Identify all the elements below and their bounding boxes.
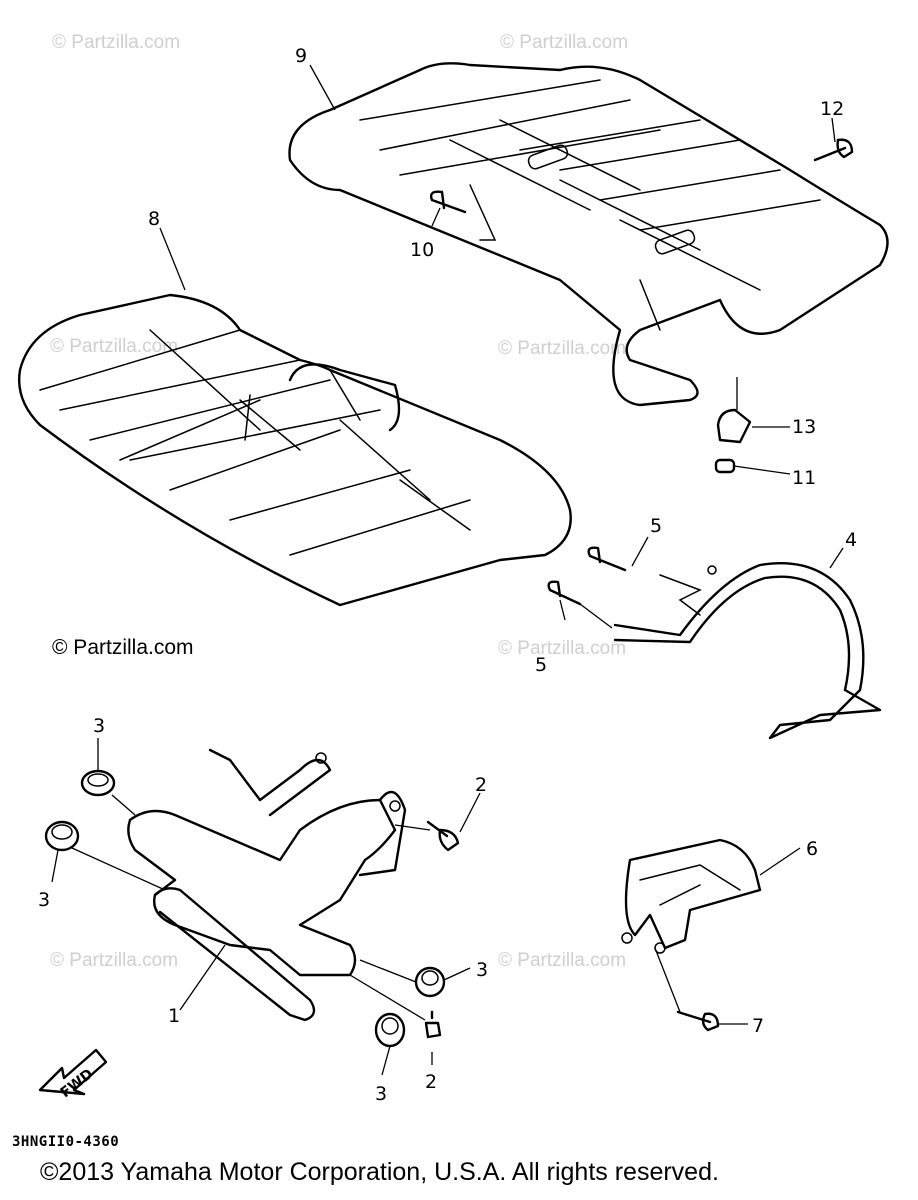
callout-3: 3: [476, 959, 488, 981]
watermark: © Partzilla.com: [50, 950, 178, 971]
callout-11: 11: [792, 467, 816, 489]
bolt-part-2[interactable]: [426, 820, 460, 852]
callout-1: 1: [168, 1005, 180, 1027]
grommet-part-3[interactable]: [414, 966, 446, 998]
callout-7: 7: [752, 1015, 764, 1037]
callout-2: 2: [425, 1071, 437, 1093]
mount-bracket-part-6[interactable]: [621, 838, 762, 954]
callout-13: 13: [792, 416, 816, 438]
watermark: © Partzilla.com: [498, 950, 626, 971]
callout-9: 9: [295, 45, 307, 67]
watermark: © Partzilla.com: [498, 638, 626, 659]
rear-carrier-part-9[interactable]: [288, 62, 889, 407]
bracket-part-4[interactable]: [613, 561, 882, 740]
copyright-notice: ©2013 Yamaha Motor Corporation, U.S.A. A…: [40, 1158, 719, 1186]
front-carrier-part-8[interactable]: [18, 293, 572, 607]
callout-3: 3: [38, 889, 50, 911]
bolt-part-12[interactable]: [813, 138, 854, 162]
watermark: © Partzilla.com: [52, 32, 180, 53]
callout-3: 3: [375, 1083, 387, 1105]
bolt-part-2[interactable]: [424, 1010, 442, 1039]
bolt-part-7[interactable]: [676, 1010, 720, 1032]
diagram-code: 3HNGII0-4360: [12, 1134, 120, 1150]
grommet-part-3[interactable]: [44, 820, 80, 852]
callout-10: 10: [410, 239, 434, 261]
watermark-dark: © Partzilla.com: [52, 636, 194, 659]
callout-4: 4: [845, 529, 857, 551]
grommet-part-3[interactable]: [80, 769, 116, 797]
fwd-arrow-icon: FWD: [38, 1048, 108, 1101]
collar-part-11[interactable]: [714, 458, 736, 474]
bolt-part-10[interactable]: [429, 190, 467, 214]
grommet-part-3[interactable]: [374, 1012, 406, 1048]
clip-part-13[interactable]: [716, 408, 752, 444]
callout-2: 2: [475, 774, 487, 796]
bolt-part-5[interactable]: [547, 580, 582, 606]
watermark: © Partzilla.com: [498, 338, 626, 359]
frame-part-1[interactable]: [127, 748, 407, 1022]
bolt-part-5[interactable]: [587, 546, 627, 572]
callout-6: 6: [806, 838, 818, 860]
watermark: © Partzilla.com: [50, 336, 178, 357]
watermark: © Partzilla.com: [500, 32, 628, 53]
callout-3: 3: [93, 715, 105, 737]
callout-12: 12: [820, 98, 844, 120]
callout-5: 5: [650, 515, 662, 537]
callout-8: 8: [148, 208, 160, 230]
callout-5: 5: [535, 654, 547, 676]
